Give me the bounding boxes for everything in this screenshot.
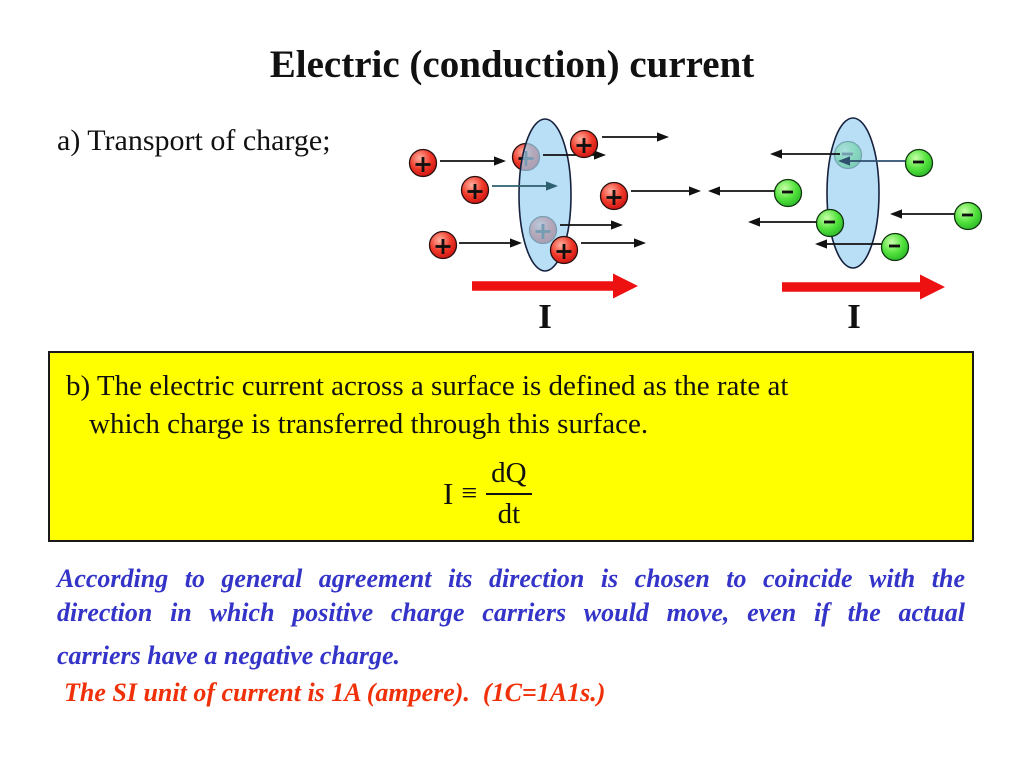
positive-charge-particle [428, 230, 458, 260]
current-label: I [847, 297, 861, 332]
velocity-arrowhead [689, 186, 701, 196]
velocity-arrowhead [634, 238, 646, 248]
positive-charge-particle [569, 129, 599, 159]
current-direction-arrow [472, 273, 638, 299]
velocity-arrowhead [510, 238, 522, 248]
definition-line-1: b) The electric current across a surface… [66, 370, 789, 402]
surface-ellipse [826, 117, 880, 269]
negative-charge-particle [880, 232, 910, 262]
negative-charge-particle [953, 201, 983, 231]
positive-charge-particle [549, 235, 579, 265]
current-direction-arrow [782, 274, 945, 300]
equivalence-symbol: ≡ [461, 478, 478, 509]
negative-charge-particle [773, 178, 803, 208]
velocity-arrowhead [594, 150, 606, 160]
velocity-arrowhead [611, 220, 623, 230]
velocity-arrowhead [770, 149, 782, 159]
fraction-numerator: dQ [491, 457, 527, 489]
paragraph-line-1: According to general agreement its direc… [57, 564, 965, 593]
velocity-arrowhead [890, 209, 902, 219]
direction-convention-paragraph: According to general agreement its direc… [57, 562, 965, 673]
fraction-bar [486, 493, 532, 495]
velocity-arrowhead [546, 181, 558, 191]
slide-title: Electric (conduction) current [269, 43, 755, 86]
velocity-arrowhead [494, 156, 506, 166]
definition-line-2: which charge is transferred through this… [89, 408, 649, 440]
velocity-arrowhead [708, 186, 720, 196]
definition-box: b) The electric current across a surface… [48, 351, 974, 542]
positive-charge-particle [599, 181, 629, 211]
positive-charge-diagram: I [408, 118, 701, 332]
dq-dt-fraction: dQ dt [486, 457, 532, 531]
section-a-label: a) Transport of charge; [57, 124, 331, 157]
positive-charge-particle [408, 148, 438, 178]
surface-ellipse [518, 118, 572, 272]
fraction-denominator: dt [497, 498, 521, 530]
positive-charge-particle [460, 175, 490, 205]
si-unit-note: The SI unit of current is 1A (ampere). (… [64, 678, 606, 707]
negative-charge-diagram: I [708, 117, 983, 332]
paragraph-line-3: carriers have a negative charge. [57, 641, 401, 670]
velocity-arrowhead [815, 239, 827, 249]
current-formula: I ≡ dQ dt [443, 457, 532, 531]
negative-charge-particle [815, 208, 845, 238]
velocity-arrowhead [657, 132, 669, 142]
paragraph-line-2: direction in which positive charge carri… [57, 598, 965, 627]
current-label: I [538, 297, 552, 332]
velocity-arrowhead [748, 217, 760, 227]
negative-charge-particle [904, 148, 934, 178]
velocity-arrowhead [838, 156, 850, 166]
formula-symbol-I: I [443, 476, 454, 511]
